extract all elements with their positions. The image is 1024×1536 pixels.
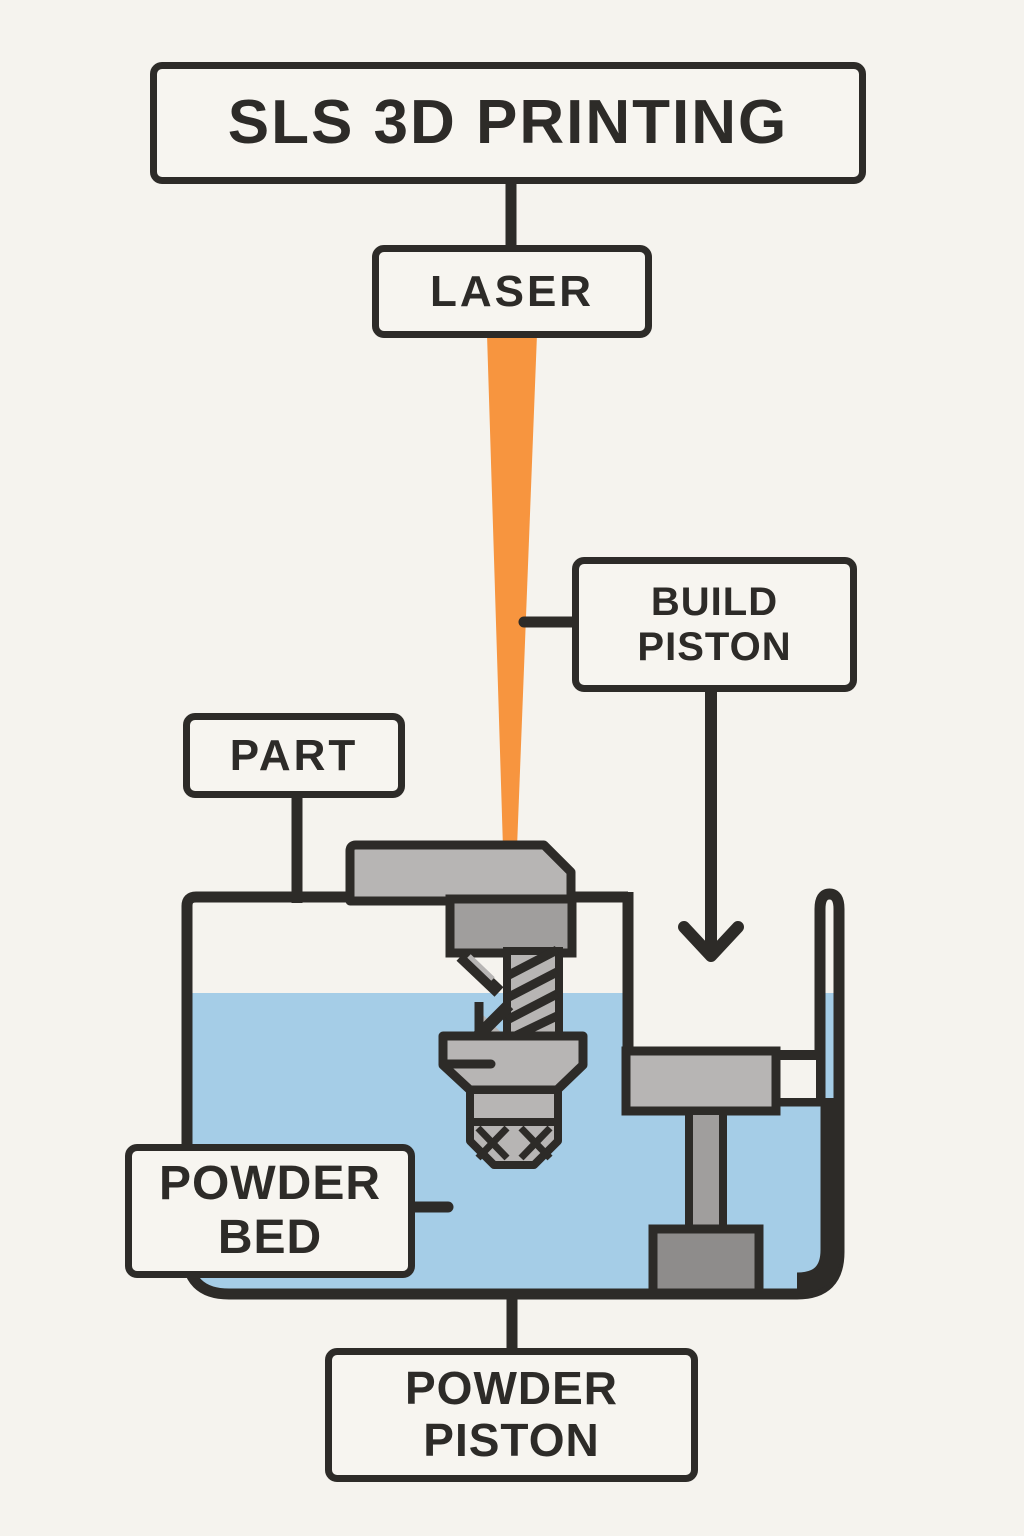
part-neck-block bbox=[445, 894, 577, 958]
arrow-head-icon bbox=[678, 921, 744, 962]
build-piston-arrow bbox=[678, 684, 744, 962]
build-piston-base bbox=[648, 1224, 764, 1298]
powder-piston-label: POWDER PISTON bbox=[405, 1362, 618, 1466]
part-hatched-tip bbox=[466, 1118, 562, 1169]
build-piston-label: BUILD PISTON bbox=[637, 579, 792, 669]
title-box: SLS 3D PRINTING bbox=[150, 62, 866, 184]
powder-bed-label-box: POWDER BED bbox=[125, 1144, 415, 1278]
laser-label: LASER bbox=[429, 266, 595, 316]
powder-tank-outline bbox=[181, 888, 845, 1300]
build-piston-label-box: BUILD PISTON bbox=[572, 557, 857, 692]
part-label: PART bbox=[229, 730, 359, 780]
part-mid-block bbox=[466, 1086, 562, 1126]
powder-piston-label-box: POWDER PISTON bbox=[325, 1348, 698, 1482]
build-piston-stem bbox=[685, 1107, 727, 1235]
part-label-box: PART bbox=[183, 713, 405, 798]
laser-label-box: LASER bbox=[372, 245, 652, 338]
tank-right-wall-lower bbox=[796, 1098, 842, 1294]
laser-beam bbox=[487, 334, 537, 848]
powder-bed-label: POWDER BED bbox=[159, 1157, 381, 1264]
build-piston-platform bbox=[621, 1046, 781, 1116]
part-top-slab bbox=[345, 840, 576, 906]
title-text: SLS 3D PRINTING bbox=[227, 88, 789, 158]
